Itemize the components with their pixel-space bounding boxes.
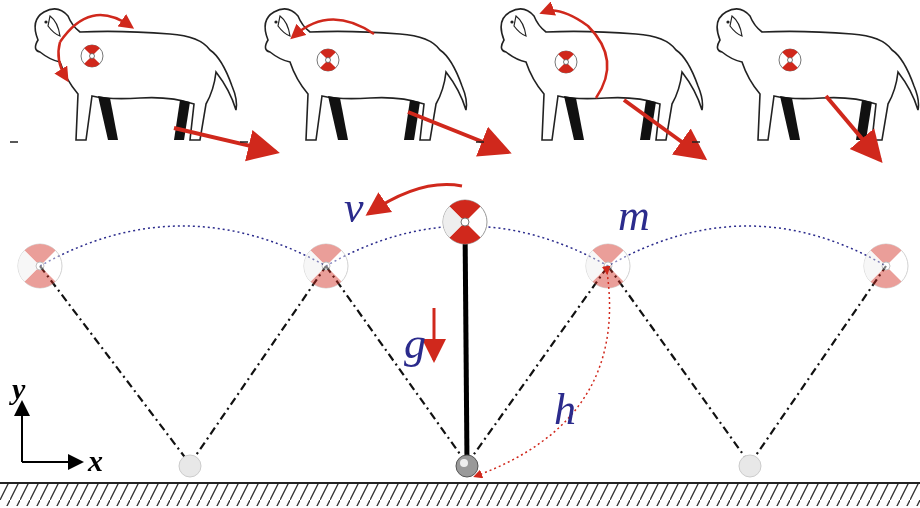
mass-symbol: m [618, 194, 650, 238]
leg-lines [40, 266, 886, 464]
dog-figure [692, 9, 919, 160]
ground-hatch [0, 484, 920, 506]
dog-figure [240, 9, 508, 152]
foot-point [739, 455, 761, 477]
axis-label: y [12, 374, 25, 404]
foot-point [456, 455, 478, 477]
dog-figure [476, 9, 704, 158]
stance-leg [465, 222, 467, 464]
ground-line [0, 482, 920, 484]
gravity-arrow [433, 308, 436, 360]
foot-highlight [460, 459, 468, 467]
gravity-symbol: g [404, 322, 426, 366]
x-axis [22, 461, 80, 463]
foot-point [179, 455, 201, 477]
axis-label: x [88, 446, 103, 476]
y-axis [21, 404, 23, 462]
height-leader [476, 272, 610, 476]
dog-figure [10, 9, 276, 152]
point-mass [443, 200, 487, 244]
velocity-arrow [368, 185, 462, 214]
height-symbol: h [554, 388, 576, 432]
velocity-symbol: v [344, 186, 364, 230]
